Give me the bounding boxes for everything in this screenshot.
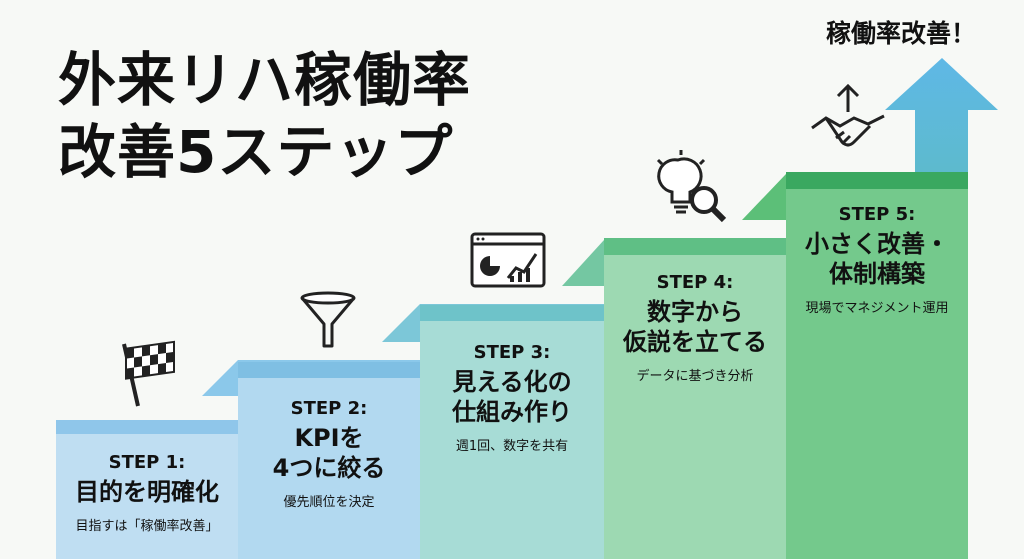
step-heading-line-2: 仕組み作り [452,398,572,426]
step-block-5 [786,188,968,559]
step-block-2 [238,378,420,559]
step-heading-line-2: 仮説を立てる [623,328,767,356]
step-subtext: 目指すは「稼働率改善」 [75,519,219,534]
step-heading-line-2: 体制構築 [829,260,925,288]
checkered-flag-icon [122,340,175,407]
page-title: 外来リハ稼働率 改善5ステップ [58,44,471,188]
goal-label: 稼働率改善！ [826,19,977,48]
step-number: STEP 5: [838,204,916,225]
step-block-4 [604,254,786,559]
step-2-text: STEP 2: KPIを 4つに絞る 優先順位を決定 [238,398,420,510]
step-heading-line-1: KPIを [294,424,364,452]
handshake-icon [811,83,885,147]
step-number: STEP 1: [108,452,186,473]
step-heading: 目的を明確化 [75,478,219,506]
step-number: STEP 2: [290,398,368,419]
step-subtext: データに基づき分析 [636,369,754,384]
step-heading: 数字から 仮説を立てる [604,297,786,357]
step-number: STEP 4: [656,272,734,293]
step-subtext: 優先順位を決定 [283,495,375,510]
step-heading-line-1: 数字から [647,298,743,326]
step-heading-line-1: 見える化の [452,368,572,396]
step-4-text: STEP 4: 数字から 仮説を立てる データに基づき分析 [604,272,786,384]
step-heading: 小さく改善・ 体制構築 [786,229,968,289]
lightbulb-magnifier-icon [656,150,727,223]
step-heading-line-1: 小さく改善・ [805,230,949,258]
title-line-1: 外来リハ稼働率 [58,46,472,114]
step-number: STEP 3: [473,342,551,363]
step-subtext: 週1回、数字を共有 [455,439,569,454]
step-heading: KPIを 4つに絞る [238,423,420,483]
dashboard-icon [470,232,546,288]
step-heading-line-2: 4つに絞る [272,454,386,482]
step-block-1 [56,432,238,559]
step-3-text: STEP 3: 見える化の 仕組み作り 週1回、数字を共有 [420,342,604,454]
step-5-text: STEP 5: 小さく改善・ 体制構築 現場でマネジメント運用 [786,204,968,316]
step-subtext: 現場でマネジメント運用 [805,301,949,316]
step-block-3 [420,320,604,559]
step-heading: 見える化の 仕組み作り [420,367,604,427]
step-1-text: STEP 1: 目的を明確化 目指すは「稼働率改善」 [56,452,238,534]
title-line-2: 改善5ステップ [58,118,454,186]
funnel-icon [300,291,356,348]
